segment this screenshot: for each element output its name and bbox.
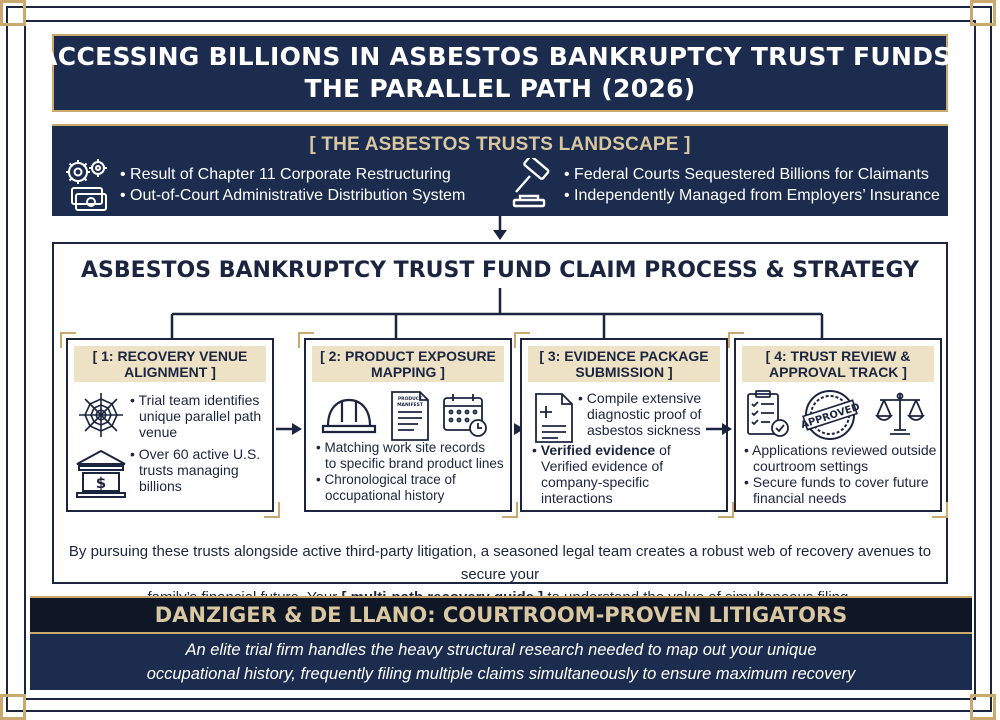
bullet-line: Compile extensive (578, 390, 701, 406)
gold-corner-accent (932, 502, 948, 518)
step-title-line: ALIGNMENT ] (124, 364, 216, 380)
calendar-icon (443, 394, 487, 437)
step-2-heading: [ 2: PRODUCT EXPOSURE MAPPING ] (312, 346, 504, 382)
step-1-bullet-2: Over 60 active U.S. trusts managing bill… (130, 446, 260, 494)
bullet-line: company-specific (541, 474, 650, 490)
step-3-bullet-1: Compile extensive diagnostic proof of as… (578, 390, 702, 438)
step-card-4: [ 4: TRUST REVIEW & APPROVAL TRACK ] APP… (734, 338, 942, 512)
gold-corner-accent (298, 332, 314, 348)
bullet-line: Over 60 active U.S. (130, 446, 260, 462)
gold-corner-accent (514, 332, 530, 348)
bullet-line: of (655, 442, 671, 458)
bullet-line: occupational history (325, 488, 445, 503)
firm-description-line: occupational history, frequently filing … (146, 665, 856, 683)
bullet-line: Verified evidence of (541, 458, 664, 474)
main-title-banner: ACCESSING BILLIONS IN ASBESTOS BANKRUPTC… (38, 34, 962, 112)
bullet-line: Applications reviewed outside (744, 442, 936, 458)
spider-web-icon (79, 393, 123, 437)
bullet-line: courtroom settings (753, 458, 869, 474)
step-title-line: [ 3: EVIDENCE PACKAGE (539, 348, 709, 364)
main-title-line-1: ACCESSING BILLIONS IN ASBESTOS BANKRUPTC… (38, 42, 962, 71)
step-title-line: MAPPING ] (371, 364, 445, 380)
gold-corner-accent (502, 502, 518, 518)
bullet-line: diagnostic proof of (587, 406, 702, 422)
main-title-line-2: THE PARALLEL PATH (2026) (304, 74, 696, 103)
firm-description-line: An elite trial firm handles the heavy st… (185, 641, 817, 659)
step-3-heading: [ 3: EVIDENCE PACKAGE SUBMISSION ] (528, 346, 720, 382)
landscape-title: [ THE ASBESTOS TRUSTS LANDSCAPE ] (309, 134, 691, 155)
step-card-1: [ 1: RECOVERY VENUE ALIGNMENT ] Trial te… (66, 338, 274, 512)
bullet-line: Chronological trace of (316, 472, 504, 488)
bullet-line: financial needs (753, 490, 847, 506)
medical-document-icon (535, 393, 573, 443)
gold-corner-accent (60, 332, 76, 348)
step-title-line: [ 2: PRODUCT EXPOSURE (320, 348, 496, 364)
step-4-bullets: Applications reviewed outside courtroom … (744, 442, 936, 506)
outer-frame (6, 6, 992, 712)
arrow-right-icon (706, 423, 732, 435)
landscape-right-bullets: Federal Courts Sequestered Billions for … (564, 164, 940, 206)
bullet-line: billions (139, 478, 182, 494)
gold-corner-accent (728, 332, 744, 348)
step-4-heading: [ 4: TRUST REVIEW & APPROVAL TRACK ] (742, 346, 934, 382)
landscape-bullet: Out-of-Court Administrative Distribution… (120, 185, 465, 206)
corner-ornament-top-right (970, 0, 996, 26)
hard-hat-icon (321, 398, 377, 434)
landscape-bullet: Result of Chapter 11 Corporate Restructu… (120, 164, 465, 185)
step-card-2: [ 2: PRODUCT EXPOSURE MAPPING ] PRODUCT … (304, 338, 512, 512)
bullet-line: trusts managing (139, 462, 239, 478)
bullet-line: unique parallel path (139, 408, 262, 424)
step-1-heading: [ 1: RECOVERY VENUE ALIGNMENT ] (74, 346, 266, 382)
approved-stamp-icon: APPROVED (800, 390, 860, 440)
bullet-line: to specific brand product lines (325, 456, 504, 471)
trusts-landscape-panel: [ THE ASBESTOS TRUSTS LANDSCAPE ] Result… (52, 124, 948, 216)
bullet-line: Trial team identifies (130, 392, 261, 408)
step-title-line: [ 4: TRUST REVIEW & (765, 348, 911, 364)
product-manifest-icon: PRODUCT MANIFEST (391, 391, 429, 441)
step-title-line: [ 1: RECOVERY VENUE (92, 348, 248, 364)
step-card-3: [ 3: EVIDENCE PACKAGE SUBMISSION ] Compi… (520, 338, 728, 512)
bullet-line: asbestos sickness (587, 422, 701, 438)
corner-ornament-bottom-left (0, 694, 26, 720)
manifest-label-line: MANIFEST (397, 402, 424, 408)
gold-corner-accent (264, 502, 280, 518)
gears-and-money-icon (66, 159, 107, 211)
bullet-line: interactions (541, 490, 613, 506)
svg-text:$: $ (96, 474, 106, 492)
corner-ornament-top-left (0, 0, 26, 26)
step-2-bullets: Matching work site records to specific b… (316, 440, 504, 504)
arrow-right-icon (514, 423, 524, 435)
checklist-icon (747, 390, 789, 437)
bullet-line: Secure funds to cover future (744, 474, 936, 490)
gavel-icon (512, 158, 550, 208)
corner-ornament-bottom-right (970, 694, 996, 720)
description-line-1: By pursuing these trusts alongside activ… (68, 543, 932, 583)
step-1-bullet-1: Trial team identifies unique parallel pa… (130, 392, 262, 440)
inner-frame (24, 20, 976, 700)
bank-dollar-icon: $ (76, 449, 126, 498)
bullet-line: venue (139, 424, 178, 440)
firm-description: An elite trial firm handles the heavy st… (30, 634, 972, 690)
down-arrow-icon (493, 216, 507, 240)
bullet-line: Matching work site records (316, 440, 504, 456)
firm-name-banner: DANZIGER & DE LLANO: COURTROOM-PROVEN LI… (30, 596, 972, 634)
landscape-bullet: Federal Courts Sequestered Billions for … (564, 164, 940, 185)
step-title-line: SUBMISSION ] (575, 364, 673, 380)
landscape-left-bullets: Result of Chapter 11 Corporate Restructu… (120, 164, 465, 206)
verified-evidence-bold: Verified evidence (540, 442, 656, 458)
manifest-label-line: PRODUCT (398, 396, 423, 402)
scales-icon (875, 392, 925, 435)
arrow-right-icon (276, 423, 302, 435)
step-3-bullet-2: • Verified evidence of Verified evidence… (532, 442, 671, 506)
gold-corner-accent (718, 502, 734, 518)
landscape-bullet: Independently Managed from Employers’ In… (564, 185, 940, 206)
process-title: ASBESTOS BANKRUPTCY TRUST FUND CLAIM PRO… (81, 258, 919, 283)
step-title-line: APPROVAL TRACK ] (769, 364, 907, 380)
